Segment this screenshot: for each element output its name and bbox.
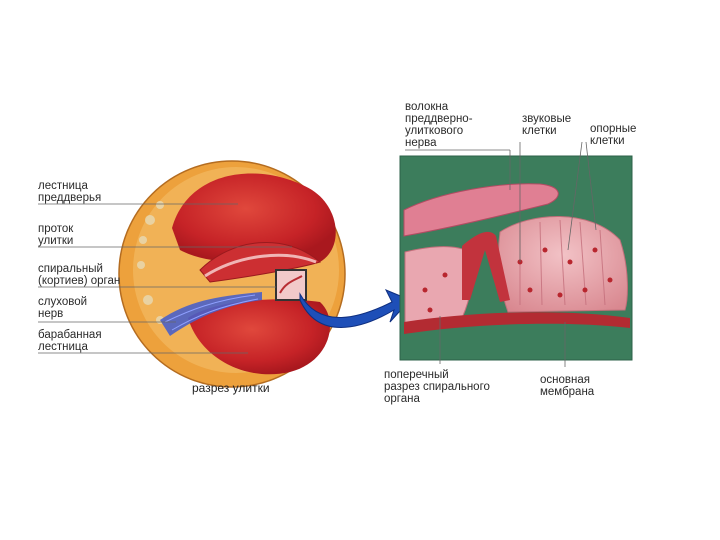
left-leader-lines bbox=[38, 203, 292, 354]
label-line: проток bbox=[38, 223, 74, 235]
label-line: органа bbox=[384, 393, 420, 405]
label-basilar-membrane: основная мембрана bbox=[540, 374, 594, 398]
label-line: клетки bbox=[590, 135, 625, 147]
label-line: мембрана bbox=[540, 386, 595, 398]
label-line: основная bbox=[540, 374, 590, 386]
label-organ-cross-section: поперечный разрез спирального органа bbox=[384, 369, 490, 405]
right-leader-lines bbox=[405, 141, 597, 367]
label-line: лестница bbox=[38, 341, 88, 353]
label-line: нерва bbox=[405, 137, 437, 149]
label-line: лестница bbox=[38, 180, 88, 192]
label-line: клетки bbox=[522, 125, 557, 137]
label-scala-vestibuli: лестница преддверья bbox=[38, 180, 101, 204]
label-line: волокна bbox=[405, 101, 449, 113]
label-line: звуковые bbox=[522, 113, 572, 125]
left-caption: разрез улитки bbox=[192, 381, 270, 395]
label-line: нерв bbox=[38, 308, 64, 320]
label-auditory-nerve: слуховой нерв bbox=[38, 296, 87, 320]
label-scala-tympani: барабанная лестница bbox=[38, 329, 102, 353]
label-line: слуховой bbox=[38, 296, 88, 308]
label-line: барабанная bbox=[38, 329, 102, 341]
label-line: преддверья bbox=[38, 192, 102, 204]
label-line: опорные bbox=[590, 123, 637, 135]
label-line: преддверно- bbox=[405, 113, 473, 125]
label-line: (кортиев) орган bbox=[38, 275, 121, 287]
label-line: разрез спирального bbox=[384, 381, 490, 393]
label-organ-of-corti: спиральный (кортиев) орган bbox=[38, 263, 120, 287]
zoom-arrow bbox=[299, 289, 411, 328]
label-line: спиральный bbox=[38, 263, 103, 275]
organ-of-corti-panel bbox=[399, 155, 633, 361]
label-supporting-cells: опорные клетки bbox=[590, 123, 636, 147]
label-hair-cells: звуковые клетки bbox=[522, 113, 571, 137]
label-line: улитки bbox=[38, 235, 74, 247]
cochlea-cross-section bbox=[118, 160, 346, 388]
label-line: улиткового bbox=[405, 125, 464, 137]
label-cochlear-duct: проток улитки bbox=[38, 223, 73, 247]
label-line: поперечный bbox=[384, 369, 449, 381]
label-nerve-fibers: волокна преддверно- улиткового нерва bbox=[405, 101, 473, 149]
